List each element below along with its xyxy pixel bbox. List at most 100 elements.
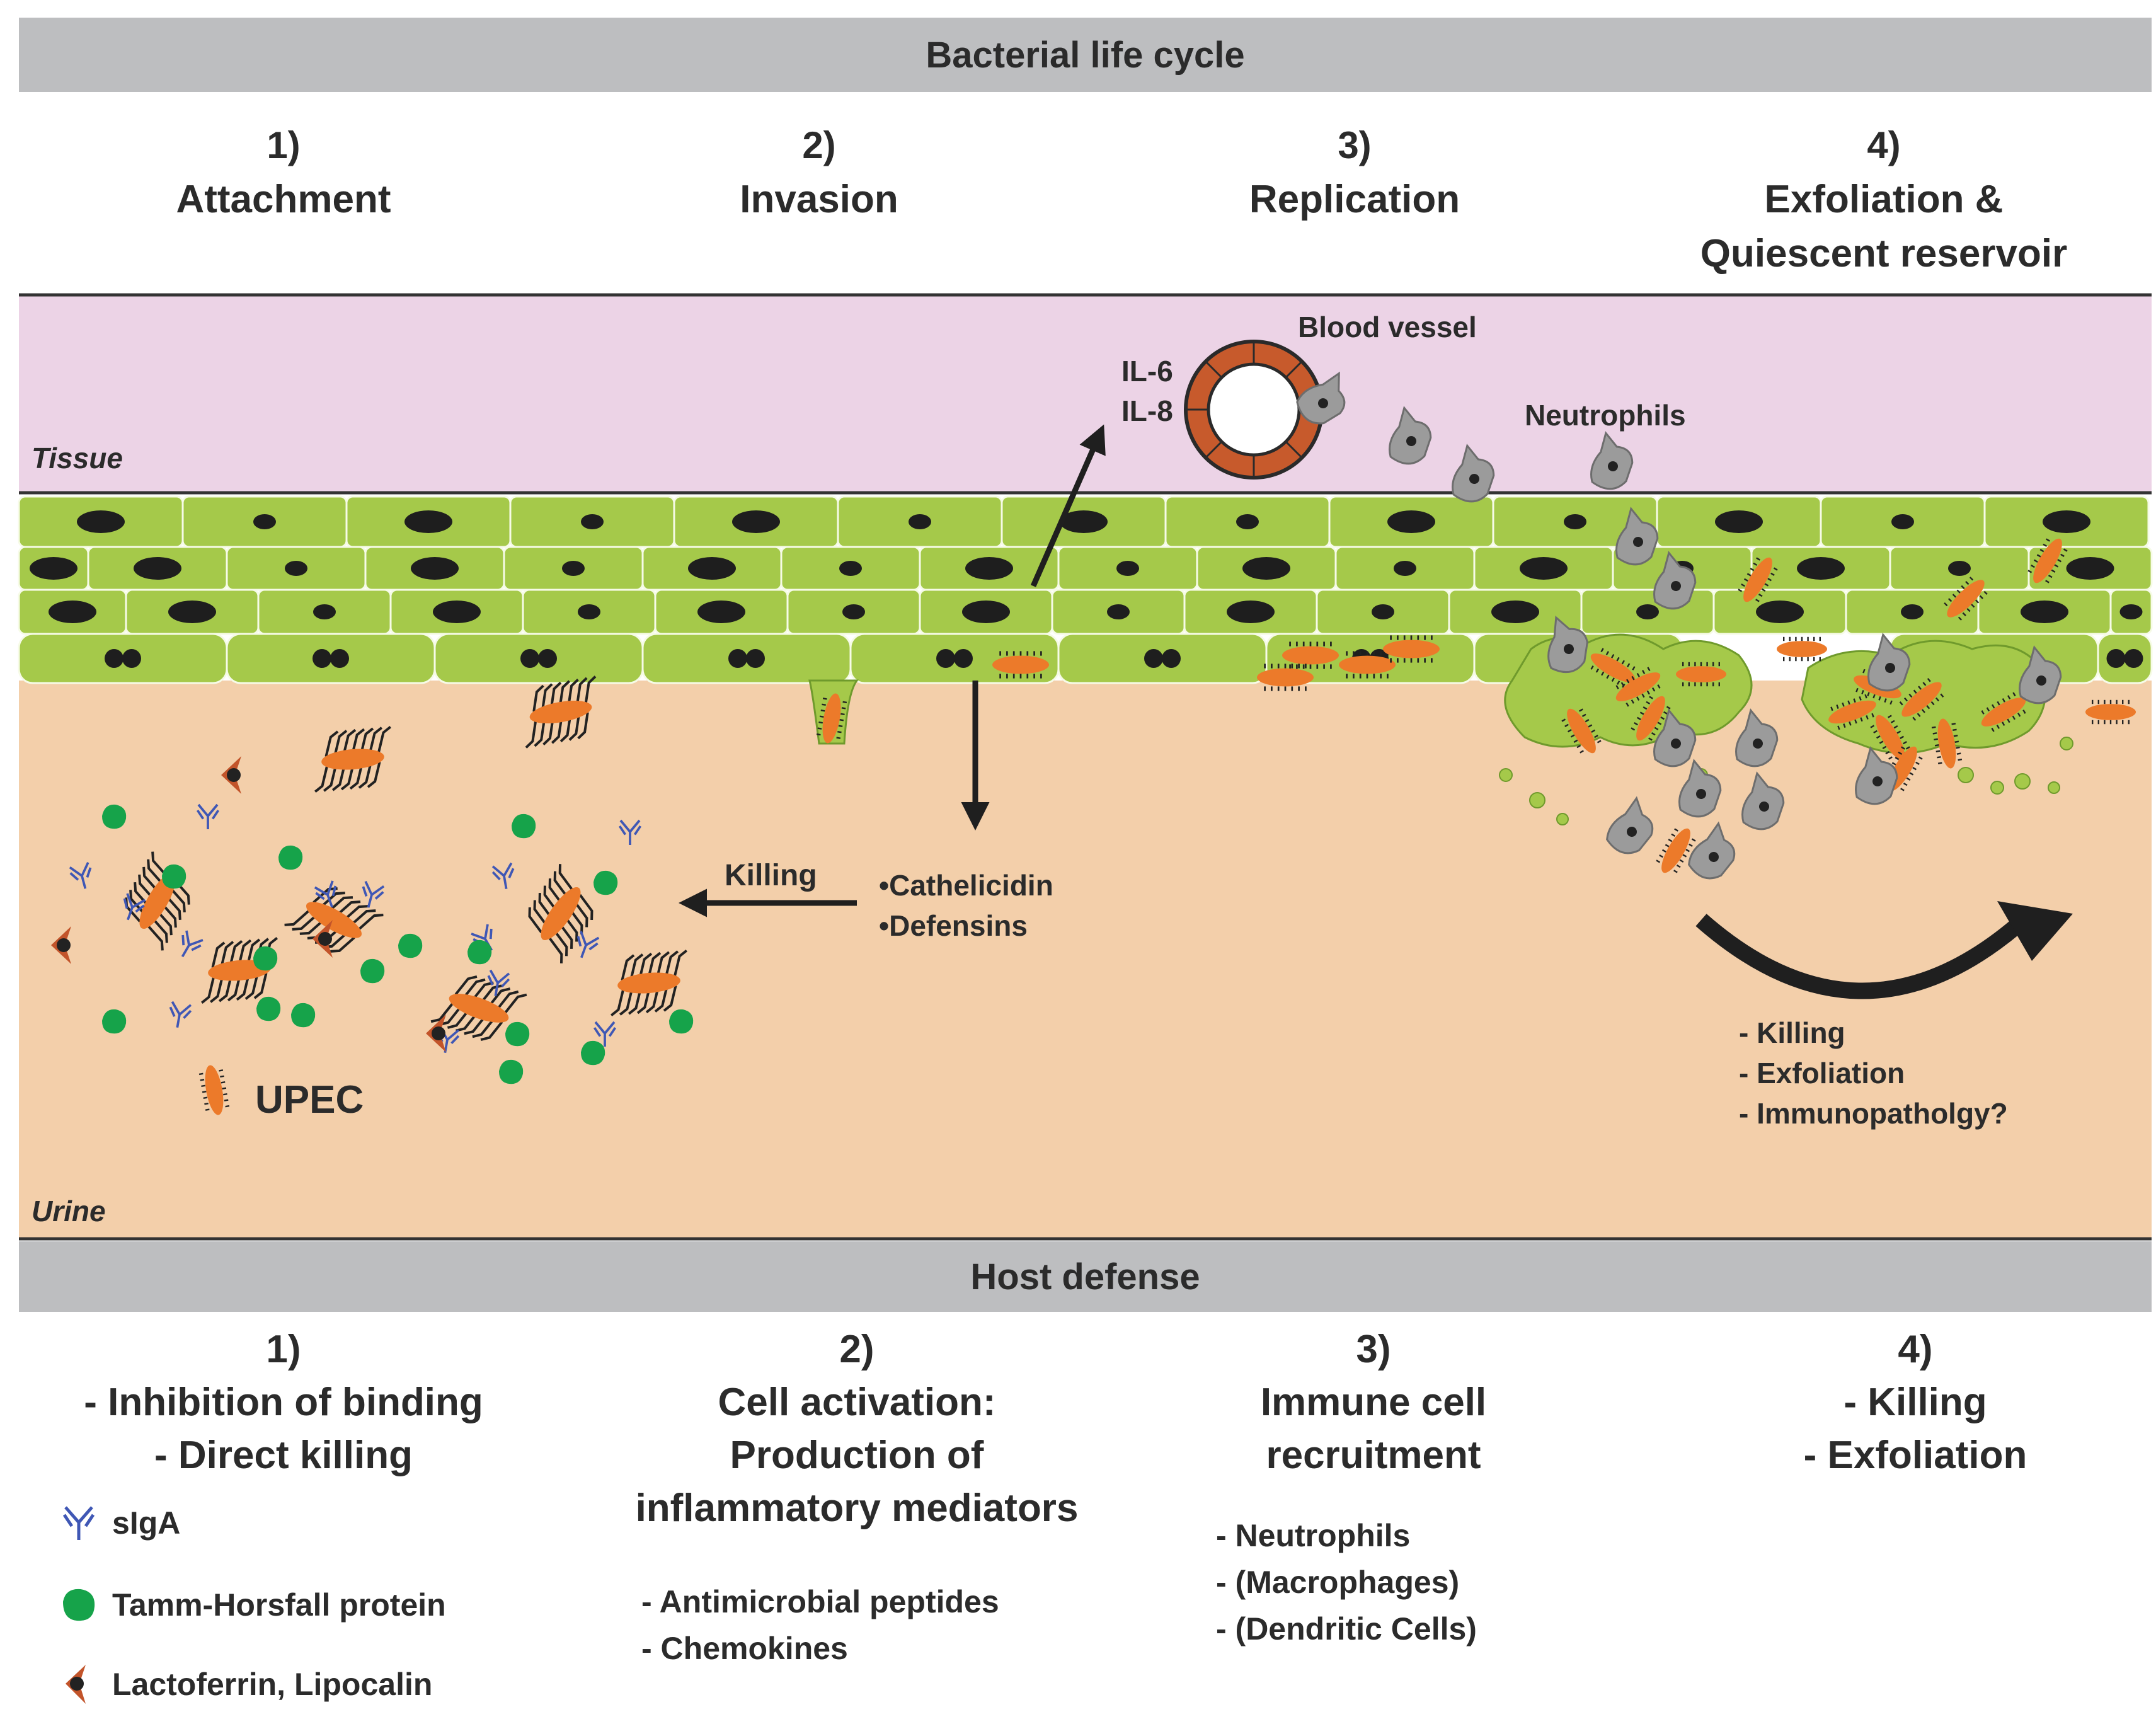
tamm-horsfall-protein: [253, 946, 278, 971]
nucleus: [1564, 514, 1586, 529]
upec-bacterium: [1282, 641, 1339, 669]
upec-bacterium: [1383, 635, 1440, 663]
nucleus: [1636, 604, 1659, 619]
il8-label: IL-8: [1121, 394, 1173, 427]
nucleus: [1394, 561, 1416, 576]
neutrophil: [1688, 821, 1736, 880]
tamm-horsfall-protein: [512, 813, 536, 839]
upec-bacterium: [125, 851, 190, 951]
upec-bacterium: [1828, 694, 1876, 730]
host-col-line: Cell activation:: [718, 1381, 996, 1424]
lactoferrin-lipocalin: [51, 926, 71, 964]
sIgA-antibody: [437, 1026, 460, 1054]
nucleus: [49, 601, 96, 623]
lactoferrin-icon: [66, 1665, 86, 1704]
cathelicidin-label: •Cathelicidin: [879, 869, 1053, 902]
stage-number: 3): [1338, 124, 1372, 166]
tamm-horsfall-protein: [505, 1021, 530, 1047]
antibody-icon: [62, 1506, 95, 1540]
nucleus: [411, 557, 459, 580]
upec-bacterium: [528, 864, 593, 963]
upec-bacterium: [1339, 651, 1396, 679]
upec-bacterium: [525, 675, 597, 749]
host-col-4: 4) - Killing - Exfoliation: [1726, 1323, 2104, 1482]
upec-bacterium: [611, 950, 687, 1016]
nucleus: [965, 557, 1013, 580]
sIgA-antibody: [618, 819, 642, 845]
killing-label: Killing: [725, 859, 817, 892]
nucleus: [253, 514, 276, 529]
nucleus: [962, 601, 1010, 623]
nucleus: [1116, 561, 1139, 576]
sIgA-antibody: [471, 924, 493, 951]
outcome-immunopathology: - Immunopatholgy?: [1739, 1097, 2008, 1130]
upec-bacterium: [2027, 538, 2068, 583]
neutrophil: [1741, 771, 1785, 830]
stage-exfoliation: 4) Exfoliation & Quiescent reservoir: [1663, 118, 2104, 281]
upec-bacterium: [1656, 828, 1696, 873]
neutrophil: [1452, 444, 1495, 503]
host-col-line: - Exfoliation: [1803, 1434, 2027, 1477]
stage-number: 4): [1867, 124, 1901, 166]
stage-name: Replication: [1249, 178, 1460, 221]
stage-number: 1): [267, 124, 301, 166]
epithelium: [18, 495, 2153, 684]
host-col-3-items: - Neutrophils - (Macrophages) - (Dendrit…: [1216, 1512, 1477, 1652]
stage-attachment: 1) Attachment: [126, 118, 441, 227]
outcome-killing: - Killing: [1739, 1016, 1845, 1049]
nucleus: [330, 649, 349, 668]
sIgA-antibody: [181, 930, 204, 958]
nucleus: [1242, 557, 1290, 580]
upec-bacterium: [1870, 715, 1910, 760]
nucleus: [1797, 557, 1845, 580]
nucleus: [1715, 510, 1763, 533]
tamm-horsfall-protein: [278, 845, 303, 870]
quiescent-cycle-arrow: [1695, 914, 2022, 999]
blood-vessel-label: Blood vessel: [1298, 311, 1477, 343]
nucleus: [2124, 649, 2143, 668]
nucleus: [2066, 557, 2114, 580]
legend-sIgA: sIgA: [57, 1501, 180, 1545]
upec-bacterium: [1590, 648, 1636, 688]
host-col-line: - Direct killing: [154, 1434, 413, 1477]
nucleus: [134, 557, 181, 580]
host-col-number: 2): [839, 1328, 874, 1371]
upec-bacterium: [1615, 667, 1661, 707]
lactoferrin-lipocalin: [221, 756, 241, 794]
sIgA-antibody: [69, 861, 92, 889]
neutrophil: [1590, 431, 1634, 490]
sIgA-antibody: [491, 862, 515, 890]
list-item: - (Dendritic Cells): [1216, 1611, 1477, 1646]
nucleus: [581, 514, 604, 529]
sIgA-antibody: [196, 803, 220, 829]
nucleus: [697, 601, 745, 623]
nucleus: [1891, 514, 1914, 529]
list-item: - Neutrophils: [1216, 1518, 1411, 1553]
legend-tamm-horsfall: Tamm-Horsfall protein: [57, 1583, 446, 1627]
sIgA-antibody: [593, 1021, 617, 1047]
nucleus: [122, 649, 141, 668]
upec-bacterium: [1561, 708, 1602, 754]
sIgA-antibody: [487, 969, 510, 997]
host-defense-title: Host defense: [970, 1256, 1200, 1297]
tamm-horsfall-protein: [102, 804, 127, 829]
tamm-horsfall-protein: [102, 1009, 127, 1034]
neutrophil: [1855, 746, 1898, 805]
cytokine-arrow: [1030, 424, 1106, 587]
neutrophil: [1867, 633, 1911, 692]
nucleus: [404, 510, 452, 533]
urine-label: Urine: [32, 1195, 106, 1227]
host-col-2: 2) Cell activation: Production of inflam…: [542, 1323, 1172, 1535]
sIgA-antibody: [123, 893, 146, 921]
neutrophil: [1606, 796, 1654, 854]
list-item: - (Macrophages): [1216, 1565, 1460, 1600]
nucleus: [936, 649, 955, 668]
nucleus: [168, 601, 216, 623]
nucleus: [1520, 557, 1568, 580]
nucleus: [77, 510, 125, 533]
tamm-horsfall-protein: [581, 1040, 605, 1066]
stage-name: Attachment: [176, 178, 391, 221]
tamm-horsfall-protein: [593, 870, 618, 895]
bacteria-layer: [125, 538, 2136, 1115]
